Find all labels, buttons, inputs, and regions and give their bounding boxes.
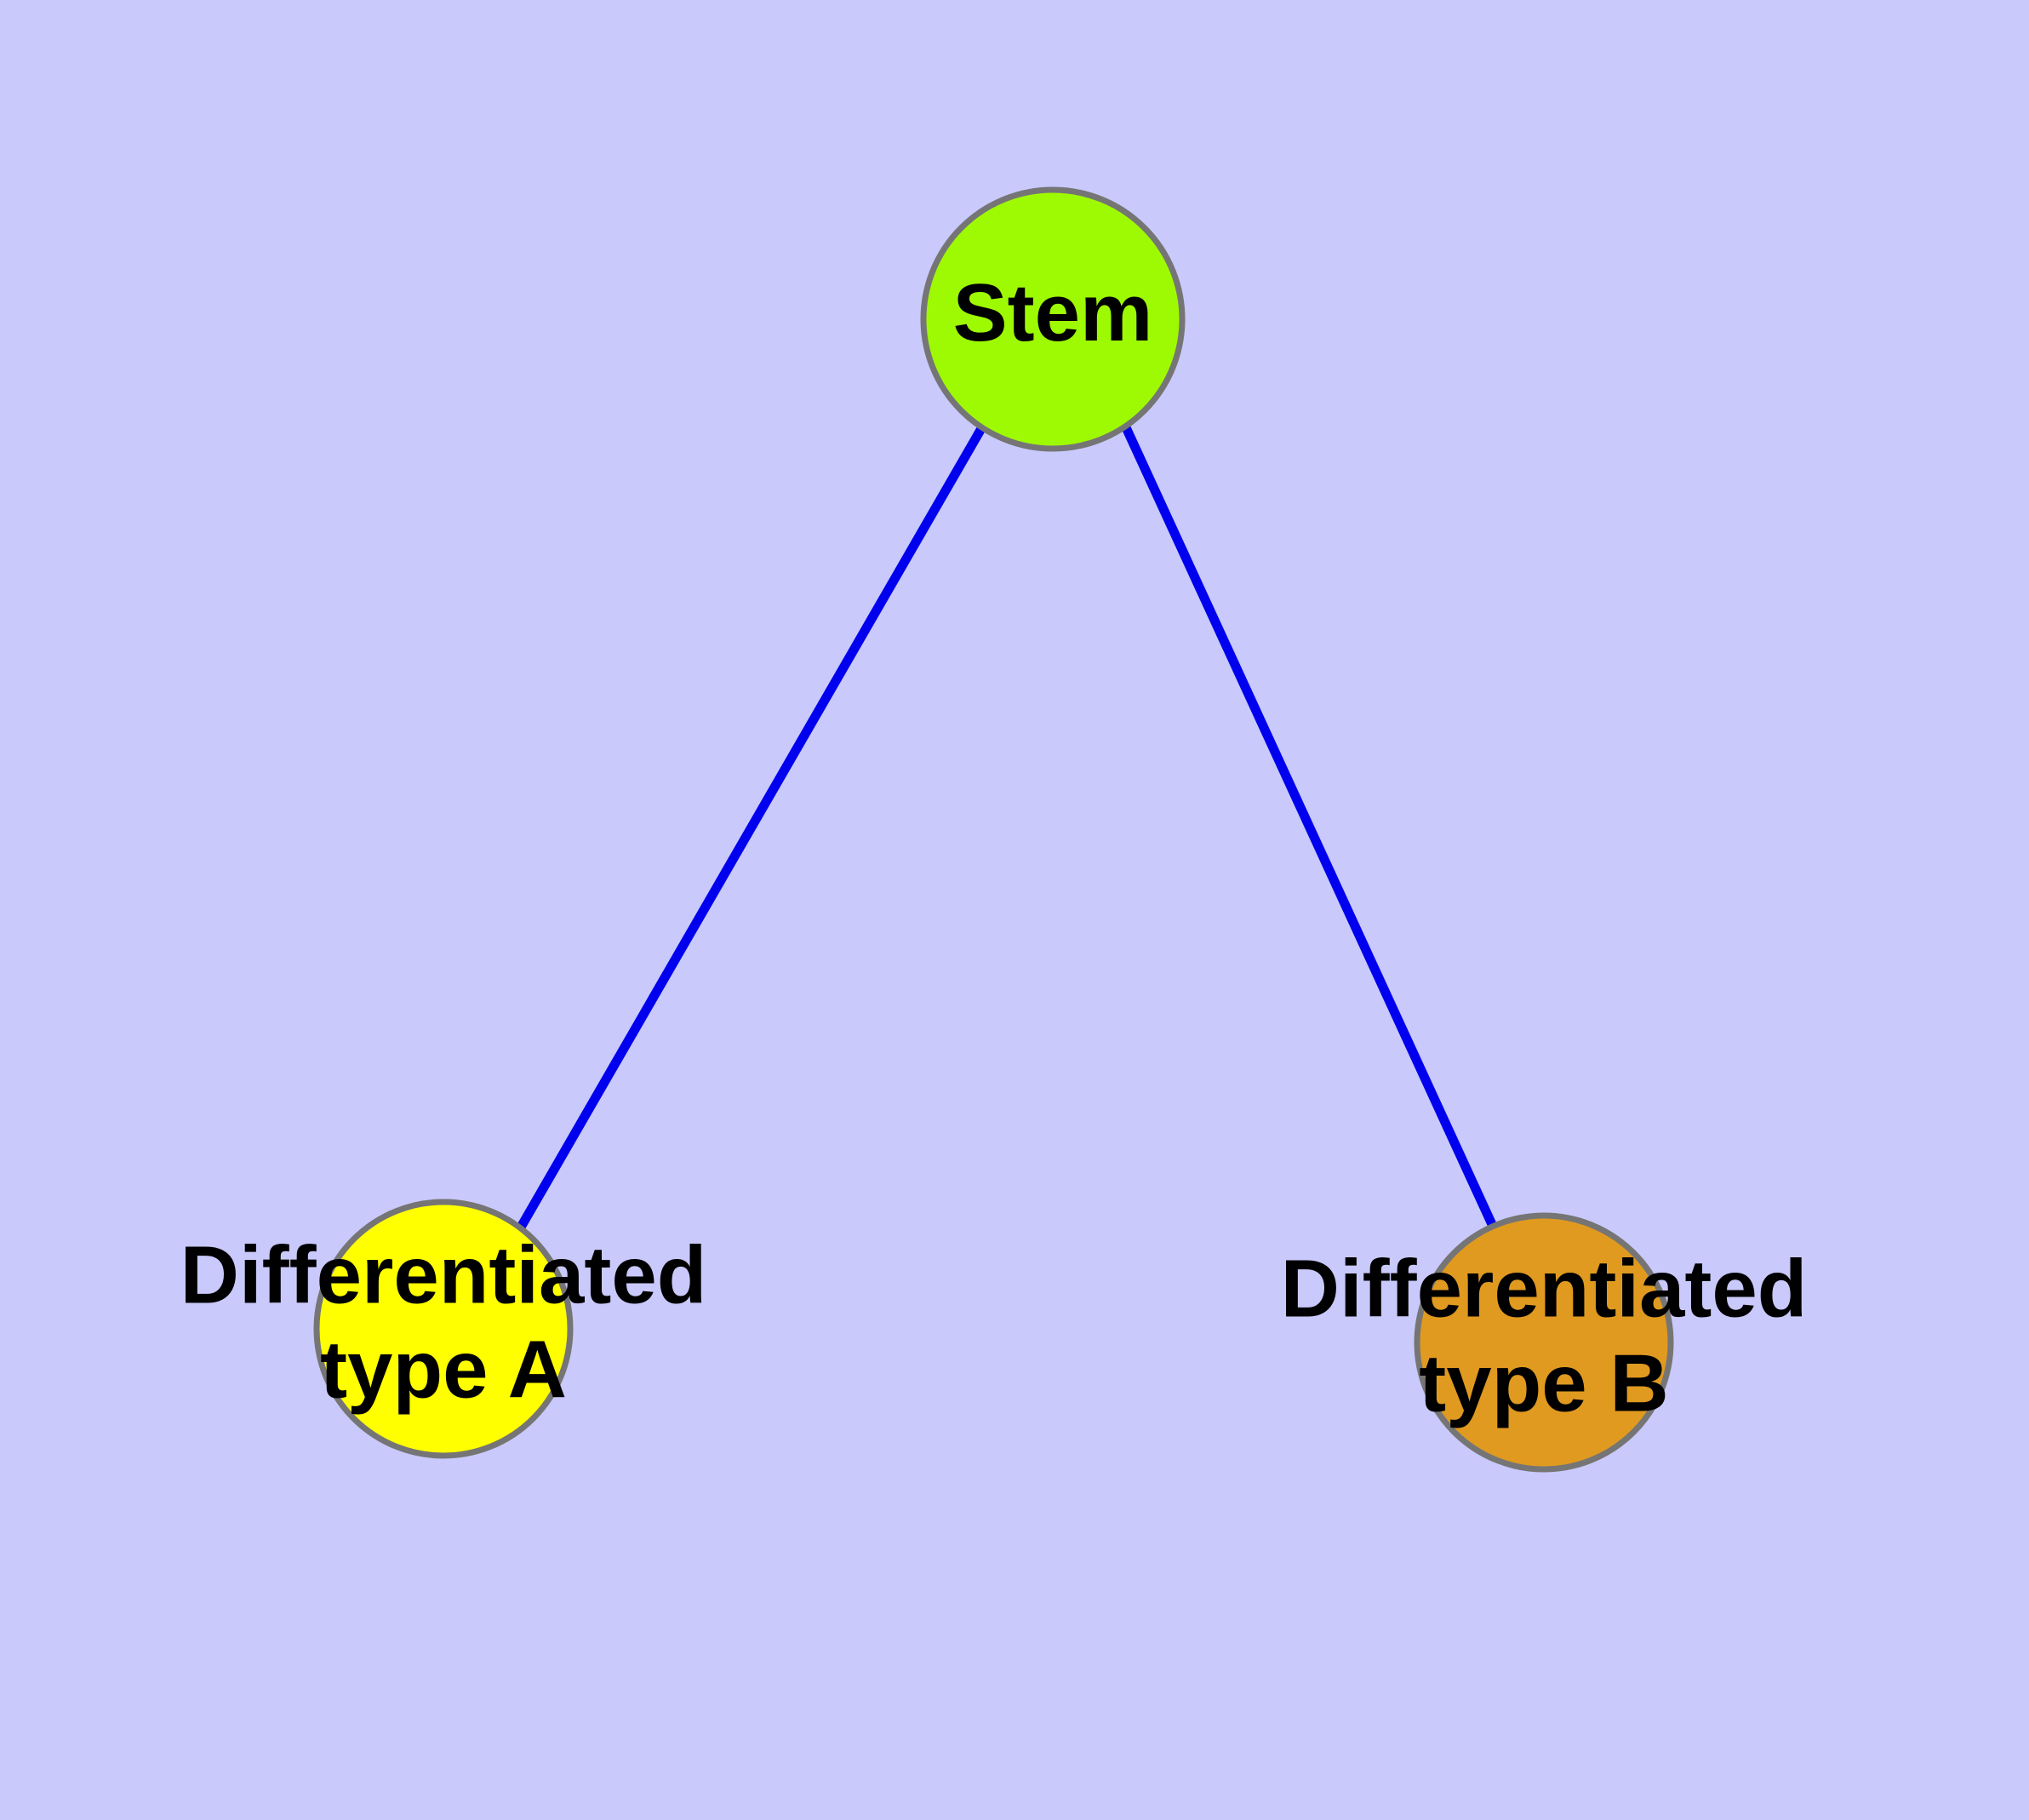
node-differentiated-type-a-circle[interactable] xyxy=(313,1199,574,1459)
edge-stem-to-differentiated-type-b[interactable] xyxy=(1121,423,1500,1234)
node-stem[interactable] xyxy=(920,186,1186,452)
node-differentiated-type-a[interactable] xyxy=(313,1199,574,1459)
edge-layer xyxy=(515,423,1500,1234)
edge-stem-to-differentiated-type-a[interactable] xyxy=(515,423,987,1233)
node-stem-label: Stem xyxy=(953,267,1153,358)
node-differentiated-type-b-circle[interactable] xyxy=(1414,1212,1674,1473)
node-differentiated-type-b[interactable] xyxy=(1414,1212,1674,1473)
node-layer xyxy=(313,186,1674,1473)
node-stem-circle[interactable] xyxy=(920,186,1186,452)
